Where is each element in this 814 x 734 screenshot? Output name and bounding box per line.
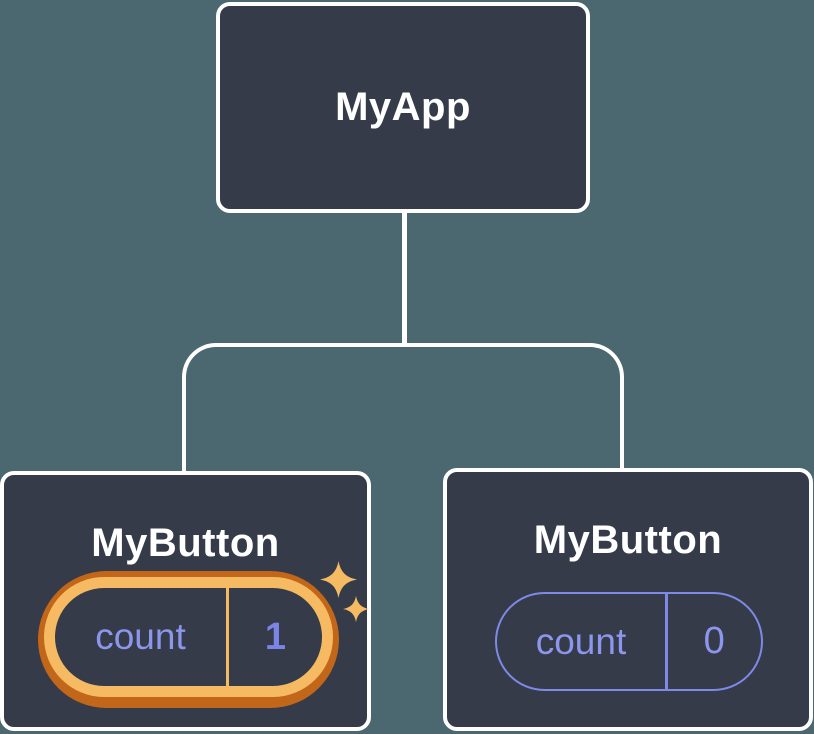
sparkle-icon [343, 596, 369, 622]
state-key-label: count [95, 616, 186, 657]
state-pill-glow-ring: count 1 [44, 577, 333, 697]
state-key-label: count [535, 620, 627, 662]
sparkle-icon [320, 561, 357, 598]
connector-stem [402, 211, 407, 345]
pill-divider [665, 594, 668, 689]
state-value: 0 [703, 620, 725, 662]
tree-node-mybutton-updated: MyButton count 1 [0, 471, 371, 731]
pill-divider [226, 588, 229, 686]
state-pill-highlighted: count 1 [38, 571, 339, 708]
tree-node-myapp: MyApp [216, 2, 590, 213]
node-label: MyButton [533, 518, 723, 562]
state-value: 1 [264, 615, 287, 658]
node-label: MyButton [91, 521, 280, 565]
node-label: MyApp [335, 85, 471, 129]
state-pill: count 1 [55, 588, 322, 686]
state-pill: count 0 [495, 592, 763, 691]
connector-branch [182, 343, 624, 472]
tree-node-mybutton-plain: MyButton count 0 [443, 468, 813, 731]
